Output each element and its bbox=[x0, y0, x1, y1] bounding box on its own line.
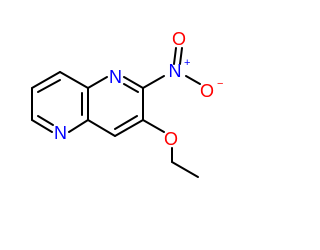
bond-c3-o-ethoxy bbox=[142, 119, 165, 133]
bond-c8-c7-inner bbox=[37, 79, 61, 93]
bond-c6-n5-inner bbox=[37, 115, 54, 126]
bond-c8-c7 bbox=[31, 71, 61, 89]
atom-n-nitro: N bbox=[169, 61, 182, 81]
bond-n5-c4a bbox=[68, 119, 89, 133]
bond-n1-c2-inner bbox=[123, 83, 139, 93]
bond-c6-n5 bbox=[31, 119, 53, 133]
bond-ch2-ch3 bbox=[171, 161, 199, 178]
charge-o-nitro: − bbox=[217, 78, 223, 90]
atom-n-pyridine-2: N bbox=[54, 123, 67, 143]
bond-n-o-single bbox=[185, 75, 201, 85]
atom-o-nitro-single: O bbox=[200, 81, 214, 101]
bond-n-o-double-b bbox=[179, 47, 183, 65]
bond-c3-c4-inner bbox=[114, 115, 138, 130]
atom-o-nitro-double: O bbox=[172, 29, 186, 49]
bond-c8a-n1 bbox=[87, 76, 108, 89]
bond-n-o-double-a bbox=[173, 47, 177, 65]
structure-canvas: N N N + O O − O bbox=[31, 29, 224, 178]
bond-c2-n-nitro bbox=[142, 75, 165, 89]
bond-c4-c4a bbox=[87, 119, 116, 137]
atom-o-ethoxy: O bbox=[164, 129, 178, 149]
molecule-drawing: N N N + O O − O bbox=[31, 29, 223, 178]
bond-c8a-c8 bbox=[59, 71, 89, 89]
atom-n-pyridine-1: N bbox=[109, 67, 122, 87]
bond-n1-c2 bbox=[123, 76, 144, 89]
charge-n-nitro: + bbox=[184, 57, 190, 69]
bond-c3-c4 bbox=[114, 119, 144, 137]
